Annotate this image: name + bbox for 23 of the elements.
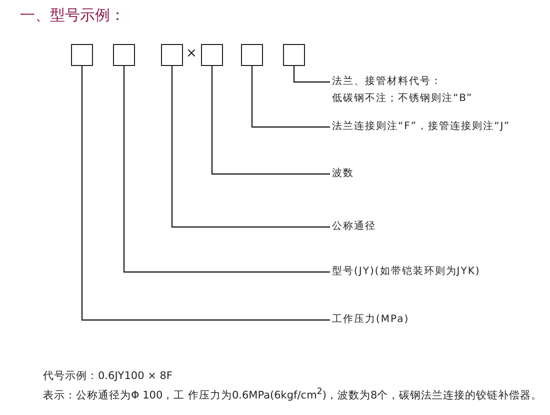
label-text: 法兰连接则注“F”，接管连接则注“J” [332, 120, 510, 134]
label-text: 公称通径 [332, 220, 376, 234]
label-text: 型号(JY)(如带铠装环则为JYK) [332, 265, 480, 279]
title-text: 一、型号示例： [20, 6, 125, 25]
empty-box [283, 44, 305, 66]
leader-line [251, 66, 330, 128]
label-text: 工作压力(MPa) [332, 313, 410, 327]
empty-box [71, 44, 93, 66]
label-text: 波数 [332, 167, 354, 181]
leader-line [171, 66, 330, 228]
label-text: 低碳钢不注；不锈钢则注“B” [332, 92, 473, 106]
leader-line [211, 66, 330, 175]
label-text: 法兰、接管材料代号： [332, 75, 442, 89]
times-sign: × [186, 46, 197, 61]
empty-box [161, 44, 183, 66]
leader-line [293, 66, 330, 83]
example-text: 代号示例：0.6JY100 × 8F [43, 369, 172, 383]
empty-box [241, 44, 263, 66]
empty-box [113, 44, 135, 66]
leader-line [123, 66, 330, 273]
note-text: 表示：公称通径为Φ 100，工 作压力为0.6MPa(6kgf/cm$^{2}$)，波数为8个，碳钢法兰连接的铰链补偿器。 [43, 387, 542, 402]
empty-box [201, 44, 223, 66]
leader-line [81, 66, 330, 321]
